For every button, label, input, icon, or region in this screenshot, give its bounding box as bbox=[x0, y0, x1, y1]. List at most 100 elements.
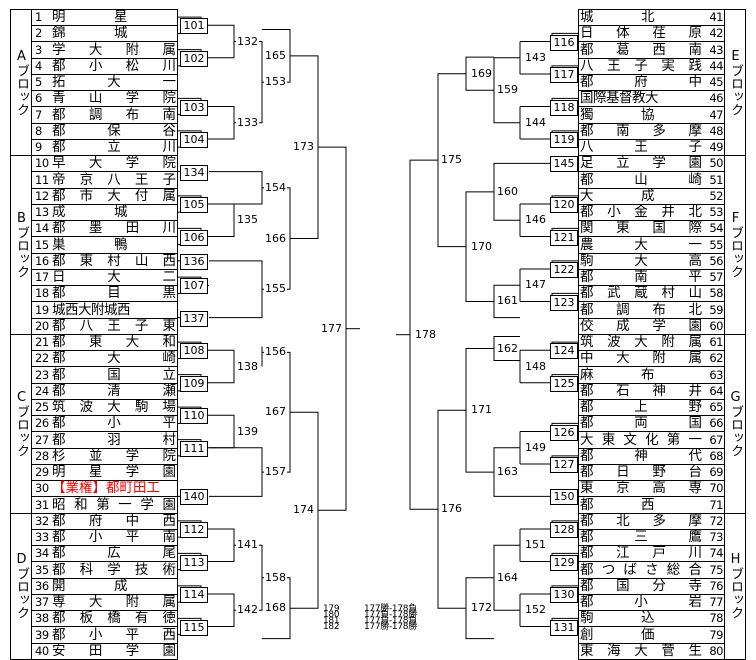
team-number: 29 bbox=[35, 465, 49, 479]
team-name: 駒込 bbox=[580, 610, 702, 626]
team-name-char: 駒 bbox=[580, 610, 594, 627]
team-number: 69 bbox=[709, 465, 723, 479]
team-name-char: 明 bbox=[52, 464, 66, 480]
team-name-char: 小 bbox=[88, 529, 103, 545]
game-number: 141 bbox=[236, 538, 259, 552]
team-name-char: 分 bbox=[652, 577, 666, 594]
team-number: 6 bbox=[35, 91, 42, 106]
team-name-char: 墨 bbox=[88, 220, 103, 237]
team-name: 都清瀬 bbox=[52, 383, 176, 399]
team-number: 10 bbox=[35, 156, 49, 171]
team-name-char: 波 bbox=[79, 399, 94, 415]
round-line bbox=[209, 260, 263, 319]
team-name-char: 八 bbox=[580, 57, 594, 74]
team-number: 64 bbox=[709, 383, 723, 398]
block-separator bbox=[724, 334, 725, 513]
team-number: 58 bbox=[709, 286, 723, 301]
team-row[interactable]: 58 都武蔵村山 bbox=[578, 285, 724, 303]
block-frame bbox=[578, 512, 746, 660]
team-name-char: 調 bbox=[88, 106, 103, 123]
block-frame bbox=[578, 334, 746, 514]
team-row[interactable]: 30【業権】都町田工 bbox=[32, 480, 178, 498]
team-name: 都武蔵村山 bbox=[580, 285, 702, 301]
team-name-char: 立 bbox=[616, 155, 630, 172]
team-name-char: 日 bbox=[616, 464, 630, 480]
team-name-char: 川 bbox=[162, 139, 177, 155]
team-name-char: 文 bbox=[623, 431, 637, 448]
